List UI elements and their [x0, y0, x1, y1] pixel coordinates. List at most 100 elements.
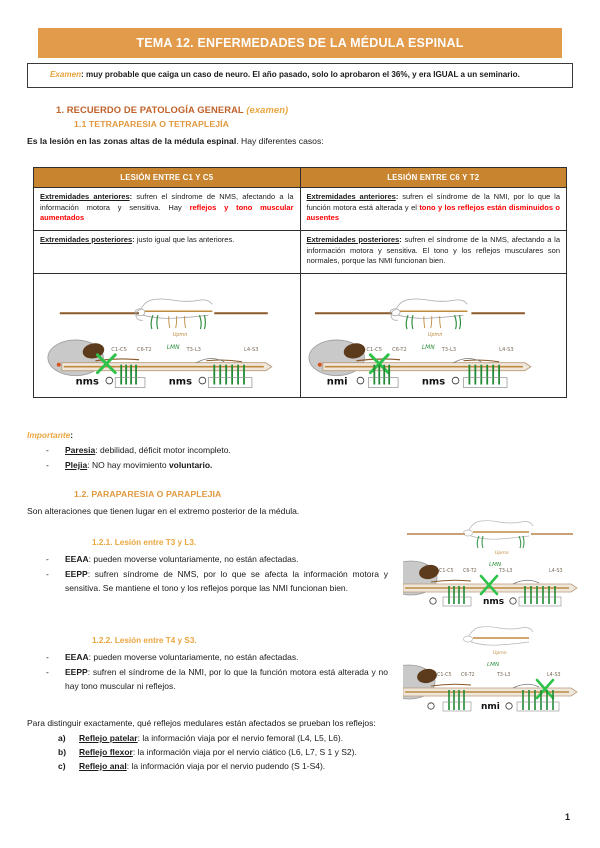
- intro-strong: zonas altas de la médula espinal: [103, 136, 237, 146]
- svg-text:C6-T2: C6-T2: [461, 672, 475, 678]
- examen-text: muy probable que caiga un caso de neuro.…: [86, 70, 520, 79]
- svg-text:C1-C5: C1-C5: [437, 672, 452, 678]
- list-marker: a): [58, 733, 66, 743]
- term-separator: :: [132, 234, 137, 244]
- svg-text:nms: nms: [483, 597, 504, 607]
- heading-1-2-1: 1.2.1. Lesión entre T3 y L3.: [92, 538, 197, 547]
- term-label: Reflejo flexor: [79, 746, 133, 757]
- list-item: - EEAA: pueden moverse voluntariamente, …: [46, 651, 388, 665]
- term-label: EEAA: [65, 652, 89, 662]
- intro-paragraph-2: Son alteraciones que tienen lugar en el …: [27, 506, 300, 516]
- term-label: EEAA: [65, 554, 89, 564]
- list-item-text: debilidad, déficit motor incompleto.: [99, 445, 231, 455]
- table-cell-figure-right: Upmn LMN C1-C5 C6-T: [299, 272, 567, 398]
- table-cell-posterior-left: Extremidades posteriores: justo igual qu…: [33, 229, 301, 274]
- intro-rest: . Hay diferentes casos:: [236, 136, 324, 146]
- list-marker: b): [58, 746, 67, 757]
- list-item-content: Reflejo flexor: la información viaja por…: [79, 746, 357, 760]
- term-separator: :: [87, 666, 93, 677]
- list-item: a) Reflejo patelar: la información viaja…: [58, 732, 528, 746]
- term-separator: :: [95, 445, 100, 455]
- section-121-list: - EEAA: pueden moverse voluntariamente, …: [46, 553, 388, 596]
- svg-text:Upmn: Upmn: [173, 332, 188, 338]
- cell-highlight: tono y los reflejos están disminuidos o …: [306, 202, 561, 223]
- svg-text:C6-T2: C6-T2: [463, 568, 477, 574]
- table-row: Extremidades anteriores: sufren el síndr…: [33, 187, 567, 231]
- list-item-text: sufren el síndrome de la NMI, por lo que…: [65, 666, 388, 691]
- list-item-content: EEAA: pueden moverse voluntariamente, no…: [65, 553, 388, 567]
- term-label: EEPP: [65, 568, 88, 579]
- svg-text:Upmn: Upmn: [495, 550, 509, 556]
- svg-text:L4-S3: L4-S3: [499, 347, 514, 353]
- svg-text:LMN: LMN: [489, 562, 502, 568]
- svg-text:Upmn: Upmn: [493, 650, 507, 656]
- list-item: - EEPP: sufren el síndrome de la NMI, po…: [46, 666, 388, 694]
- bullet-dash-icon: -: [46, 460, 49, 471]
- table-cell-anterior-left: Extremidades anteriores: sufren el síndr…: [33, 187, 301, 231]
- term-separator: :: [399, 234, 405, 244]
- list-item-content: EEAA: pueden moverse voluntariamente, no…: [65, 651, 388, 665]
- bullet-dash-icon: -: [46, 666, 49, 677]
- term-label: Reflejo anal: [79, 760, 127, 771]
- table-header-col-1: LESIÓN ENTRE C1 Y C5: [33, 167, 301, 188]
- list-item: - EEPP: sufren síndrome de NMS, por lo q…: [46, 568, 388, 596]
- list-item-text: pueden moverse voluntariamente, no están…: [93, 652, 299, 662]
- page-number: 1: [564, 812, 570, 822]
- svg-text:T3-L3: T3-L3: [496, 672, 510, 678]
- examen-separator: :: [81, 70, 86, 79]
- list-item-content: Paresia: debilidad, déficit motor incomp…: [65, 444, 231, 457]
- cell-text: sufren el síndrome de la NMI, por lo que…: [306, 192, 561, 212]
- reflexes-list: a) Reflejo patelar: la información viaja…: [58, 732, 528, 773]
- examen-callout: Examen: muy probable que caiga un caso d…: [27, 63, 573, 89]
- svg-text:C6-T2: C6-T2: [137, 347, 152, 353]
- list-item-content: Plejia: NO hay movimiento voluntario.: [65, 459, 212, 472]
- table-cell-posterior-right: Extremidades posteriores: sufren el sínd…: [299, 229, 567, 274]
- svg-text:LMN: LMN: [167, 344, 180, 351]
- term-separator: :: [395, 192, 403, 201]
- table-header-col-2: LESIÓN ENTRE C6 Y T2: [299, 167, 567, 188]
- list-item-content: Reflejo anal: la información viaja por e…: [79, 760, 325, 774]
- importante-colon: :: [70, 430, 74, 440]
- svg-text:L4-S3: L4-S3: [244, 347, 259, 353]
- svg-text:C6-T2: C6-T2: [392, 347, 407, 353]
- intro-paragraph-1: Es la lesión en las zonas altas de la mé…: [27, 136, 573, 146]
- examen-label: Examen: [50, 70, 82, 79]
- term-label: Reflejo patelar: [79, 733, 138, 743]
- term-separator: :: [88, 554, 94, 564]
- list-item-text: NO hay movimiento: [91, 460, 169, 471]
- svg-text:T3-L3: T3-L3: [186, 347, 201, 353]
- importante-list: - Paresia: debilidad, déficit motor inco…: [46, 444, 466, 474]
- term-separator: :: [129, 192, 137, 201]
- term-separator: :: [132, 746, 138, 757]
- svg-text:C1-C5: C1-C5: [439, 568, 454, 574]
- heading-1-2: 1.2. PARAPARESIA O PARAPLEJIA: [74, 489, 222, 499]
- spinal-lesion-diagram-right: Upmn LMN C1-C5 C6-T: [308, 298, 532, 388]
- svg-text:nms: nms: [421, 376, 444, 387]
- svg-text:L4-S3: L4-S3: [549, 568, 563, 574]
- svg-text:LMN: LMN: [487, 662, 500, 668]
- list-item: c) Reflejo anal: la información viaja po…: [58, 760, 528, 774]
- heading-1-text: 1. RECUERDO DE PATOLOGÍA GENERAL: [56, 104, 247, 115]
- term-label: EEPP: [65, 666, 88, 677]
- bullet-dash-icon: -: [46, 554, 49, 564]
- svg-text:Upmn: Upmn: [427, 332, 442, 338]
- term-separator: :: [137, 733, 143, 743]
- term-separator: :: [87, 460, 92, 471]
- reflexes-intro: Para distinguir exactamente, qué reflejo…: [27, 718, 376, 728]
- bullet-dash-icon: -: [46, 652, 49, 662]
- term-label: Plejia: [65, 460, 88, 471]
- term-label: Extremidades anteriores: [40, 192, 130, 201]
- svg-text:LMN: LMN: [421, 344, 434, 351]
- term-label: Extremidades posteriores: [40, 234, 133, 244]
- page-title: TEMA 12. ENFERMEDADES DE LA MÉDULA ESPIN…: [38, 28, 562, 58]
- term-separator: :: [88, 652, 94, 662]
- bullet-dash-icon: -: [46, 568, 49, 579]
- heading-1-paren: (examen): [246, 104, 289, 115]
- lesion-comparison-table: LESIÓN ENTRE C1 Y C5 LESIÓN ENTRE C6 Y T…: [33, 167, 567, 398]
- bullet-dash-icon: -: [46, 445, 49, 455]
- svg-text:nms: nms: [169, 376, 192, 387]
- list-item-text: pueden moverse voluntariamente, no están…: [93, 554, 299, 564]
- term-separator: :: [87, 568, 95, 579]
- list-item: - Plejia: NO hay movimiento voluntario.: [46, 459, 466, 472]
